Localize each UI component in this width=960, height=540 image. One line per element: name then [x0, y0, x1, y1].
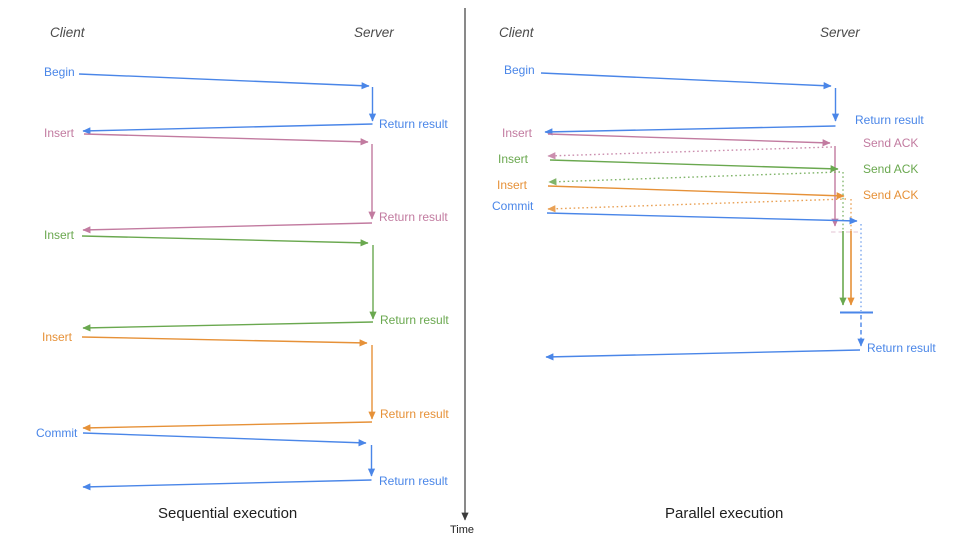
par-return-label-bottom: Return result — [867, 341, 936, 355]
par-insert3-ack — [547, 198, 847, 213]
par-insert-label-3: Insert — [497, 178, 528, 192]
seq-commit-return — [82, 479, 372, 491]
par-commit-request — [546, 212, 858, 225]
par-insert-label-1: Insert — [502, 126, 533, 140]
seq-commit-label: Commit — [36, 426, 78, 440]
time-axis-label: Time — [450, 524, 475, 536]
seq-insert-label-3: Insert — [42, 330, 73, 344]
par-insert1-request — [547, 133, 831, 147]
par-insert1-ack — [547, 146, 833, 160]
par-commit-return — [545, 349, 861, 361]
seq-title: Sequential execution — [158, 505, 298, 522]
par-ack-label-3: Send ACK — [863, 188, 919, 202]
par-insert-label-2: Insert — [498, 152, 529, 166]
seq-return-label-5: Return result — [379, 474, 448, 488]
par-begin-request — [540, 72, 832, 90]
seq-return-label-1: Return result — [379, 117, 448, 131]
seq-insert2-return — [82, 321, 374, 332]
seq-server-header: Server — [354, 25, 394, 40]
seq-insert1-request — [83, 133, 369, 146]
seq-begin-return — [82, 123, 373, 135]
seq-begin-request — [78, 73, 370, 90]
seq-insert2-request — [81, 235, 369, 247]
par-title: Parallel execution — [665, 505, 784, 522]
seq-insert1-return — [82, 222, 373, 234]
seq-insert-label-1: Insert — [44, 126, 75, 140]
seq-insert-label-2: Insert — [44, 228, 75, 242]
par-ack-label-2: Send ACK — [863, 162, 919, 176]
par-begin-return — [544, 125, 836, 136]
seq-return-label-4: Return result — [380, 407, 449, 421]
seq-insert3-return — [82, 421, 373, 432]
seq-insert3-request — [81, 336, 368, 347]
seq-client-header: Client — [50, 25, 85, 40]
par-ack-label-1: Send ACK — [863, 136, 919, 150]
seq-return-label-2: Return result — [379, 210, 448, 224]
par-client-header: Client — [499, 25, 534, 40]
seq-begin-label: Begin — [44, 65, 75, 79]
seq-commit-request — [82, 432, 367, 447]
par-begin-label: Begin — [504, 63, 535, 77]
par-insert2-request — [549, 159, 839, 173]
seq-return-label-3: Return result — [380, 313, 449, 327]
par-insert2-ack — [548, 171, 841, 186]
par-server-header: Server — [820, 25, 860, 40]
par-commit-label: Commit — [492, 199, 534, 213]
par-return-label-top: Return result — [855, 113, 924, 127]
par-insert3-request — [547, 185, 845, 200]
